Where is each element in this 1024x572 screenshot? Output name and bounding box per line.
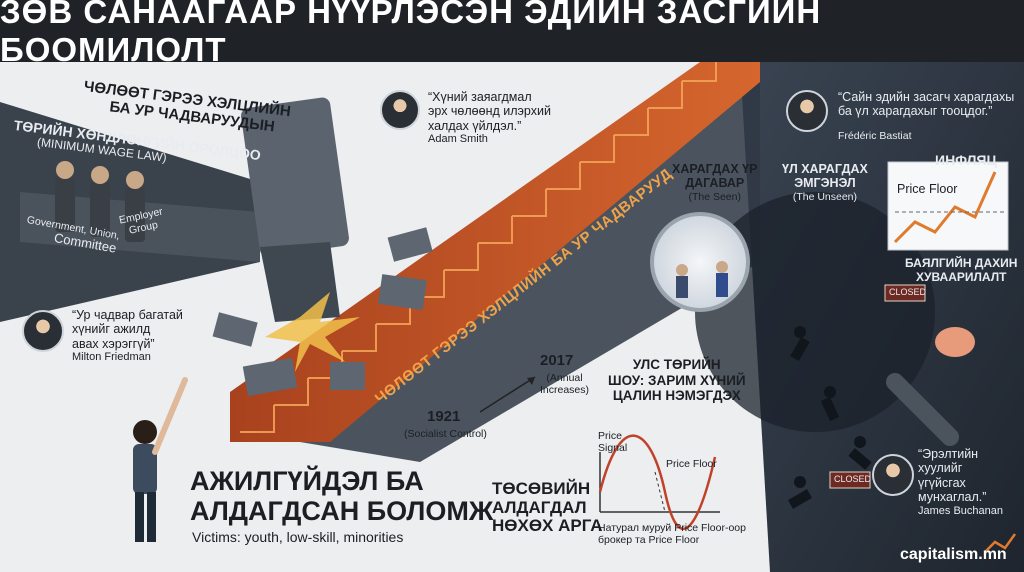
stair-step — [444, 243, 479, 271]
impact-burst-icon — [265, 292, 360, 372]
inflation-label: ИНФЛЯЦ — [935, 152, 997, 168]
closed-sign-1 — [884, 284, 926, 302]
stair-step — [648, 81, 683, 109]
budget-title-2: АЛДАГДАЛ — [492, 497, 587, 517]
stair-step — [342, 324, 377, 352]
staircase — [230, 62, 760, 442]
seen-title-1: ХАРАГДАХ ҮР — [672, 162, 758, 176]
buchanan-quote-1: “Эрэлтийн хуулийг — [918, 447, 979, 476]
unemployment-title-2: АЛДАГДСАН БОЛОМЖ — [190, 495, 494, 526]
buchanan-quote-3: мунхаглал.” — [918, 490, 987, 505]
ulstur-title-2: ШОУ: ЗАРИМ ХҮНИЙ — [608, 372, 746, 388]
bastiat-quote-1: “Сайн эдийн засагч харагдахы — [838, 90, 1015, 104]
price-floor-curve-label: Price Floor — [666, 458, 717, 470]
natural-caption-1: Натурал муруй Price Floor-оор — [598, 522, 746, 534]
unseen-title-1: ҮЛ ХАРАГДАХ — [782, 162, 868, 176]
closed-text-2: CLOSED — [834, 474, 872, 484]
brand-arrow-icon — [984, 533, 1017, 553]
unemployment-title-1: АЖИЛГҮЙДЭЛ БА — [190, 466, 424, 496]
friedman-quote-2: хүнийг ажилд — [72, 322, 151, 337]
friedman-quote-3: авах хэрэггүй” — [72, 336, 155, 351]
ulstur-title-3: ЦАЛИН НЭМЭГДЭХ — [612, 388, 741, 404]
smith-quote-2: эрх чөлөөнд илэрхий — [428, 104, 551, 119]
closed-text-1: CLOSED — [889, 287, 927, 297]
signal-label-2: Signal — [598, 442, 628, 455]
signal-label-1: Price — [598, 430, 622, 442]
year-1921: 1921 — [427, 408, 461, 425]
seen-title-2: ДАГАВАР — [685, 176, 745, 191]
closed-sign-2 — [829, 471, 871, 489]
redistribution-2: ХУВААРИЛАЛТ — [915, 269, 1007, 284]
stair-step — [546, 162, 581, 190]
unseen-sub: (The Unseen) — [792, 190, 858, 203]
buchanan-quote-2: үгүйсгах — [918, 475, 966, 490]
budget-title-1: ТӨСӨВИЙН — [492, 479, 591, 498]
falling-people-icon — [787, 326, 872, 509]
buchanan-name: James Buchanan — [918, 504, 1003, 517]
smith-name: Adam Smith — [428, 133, 488, 146]
brand-link[interactable]: capitalism.mn — [900, 546, 1007, 563]
stair-step — [274, 378, 309, 406]
redistribution-1: БАЯЛГИЙН ДАХИН — [905, 256, 1018, 270]
stair-step — [512, 189, 547, 217]
friedman-quote-1: “Ур чадвар багатай — [72, 308, 183, 322]
stair-step — [682, 62, 717, 82]
stair-step — [614, 108, 649, 136]
natural-caption-2: брокер та Price Floor — [598, 534, 700, 547]
rubble-icon — [212, 227, 433, 397]
hammer-icon — [20, 97, 349, 322]
stair-step — [580, 135, 615, 163]
friedman-name: Milton Friedman — [72, 351, 151, 364]
piggy-bank-icon — [935, 327, 975, 357]
bastiat-portrait — [786, 90, 828, 132]
buchanan-portrait — [872, 454, 914, 496]
smith-portrait — [380, 90, 420, 130]
smith-quote-3: халдах үйлдэл.” — [428, 118, 522, 133]
bastiat-quote-2: ба үл харагдахыг тооцдог.” — [838, 104, 993, 119]
year-2017: 2017 — [540, 352, 574, 369]
infographic-canvas: ЧӨЛӨӨТ ГЭРЭЭ ХЭЛЦЛИЙН БА УР ЧАДВАРУУДЫН … — [0, 62, 1024, 572]
budget-title-3: НӨХӨХ АРГА — [492, 516, 603, 536]
stair-step — [240, 405, 275, 433]
unseen-title-2: ЭМГЭНЭЛ — [794, 176, 856, 191]
smith-quote-1: “Хүний заяагдмал — [428, 90, 532, 104]
victims-text: Victims: youth, low-skill, minorities — [192, 529, 404, 545]
background-art — [0, 62, 1024, 572]
worker-icon — [133, 377, 188, 542]
friedman-portrait — [22, 310, 64, 352]
increases-label: Increases) — [540, 384, 590, 397]
inflation-chart — [887, 161, 1009, 251]
stair-step — [478, 216, 513, 244]
annual-label: (Annual — [546, 372, 583, 384]
socialist-label: (Socialist Control) — [404, 428, 487, 440]
page-title: ЗӨВ САНААГААР НҮҮРЛЭСЭН ЭДИЙН ЗАСГИЙН БО… — [0, 0, 1024, 68]
timeline-arrow-icon — [479, 376, 536, 413]
officials-icon — [55, 161, 145, 242]
seen-people-icon — [676, 261, 728, 298]
seen-sub: (The Seen) — [688, 190, 741, 203]
ulstur-title-1: УЛС ТӨРИЙН — [632, 357, 721, 372]
price-signal-chart — [598, 434, 720, 531]
bastiat-name: Frédéric Bastiat — [838, 130, 912, 142]
price-floor-label: Price Floor — [897, 182, 958, 196]
